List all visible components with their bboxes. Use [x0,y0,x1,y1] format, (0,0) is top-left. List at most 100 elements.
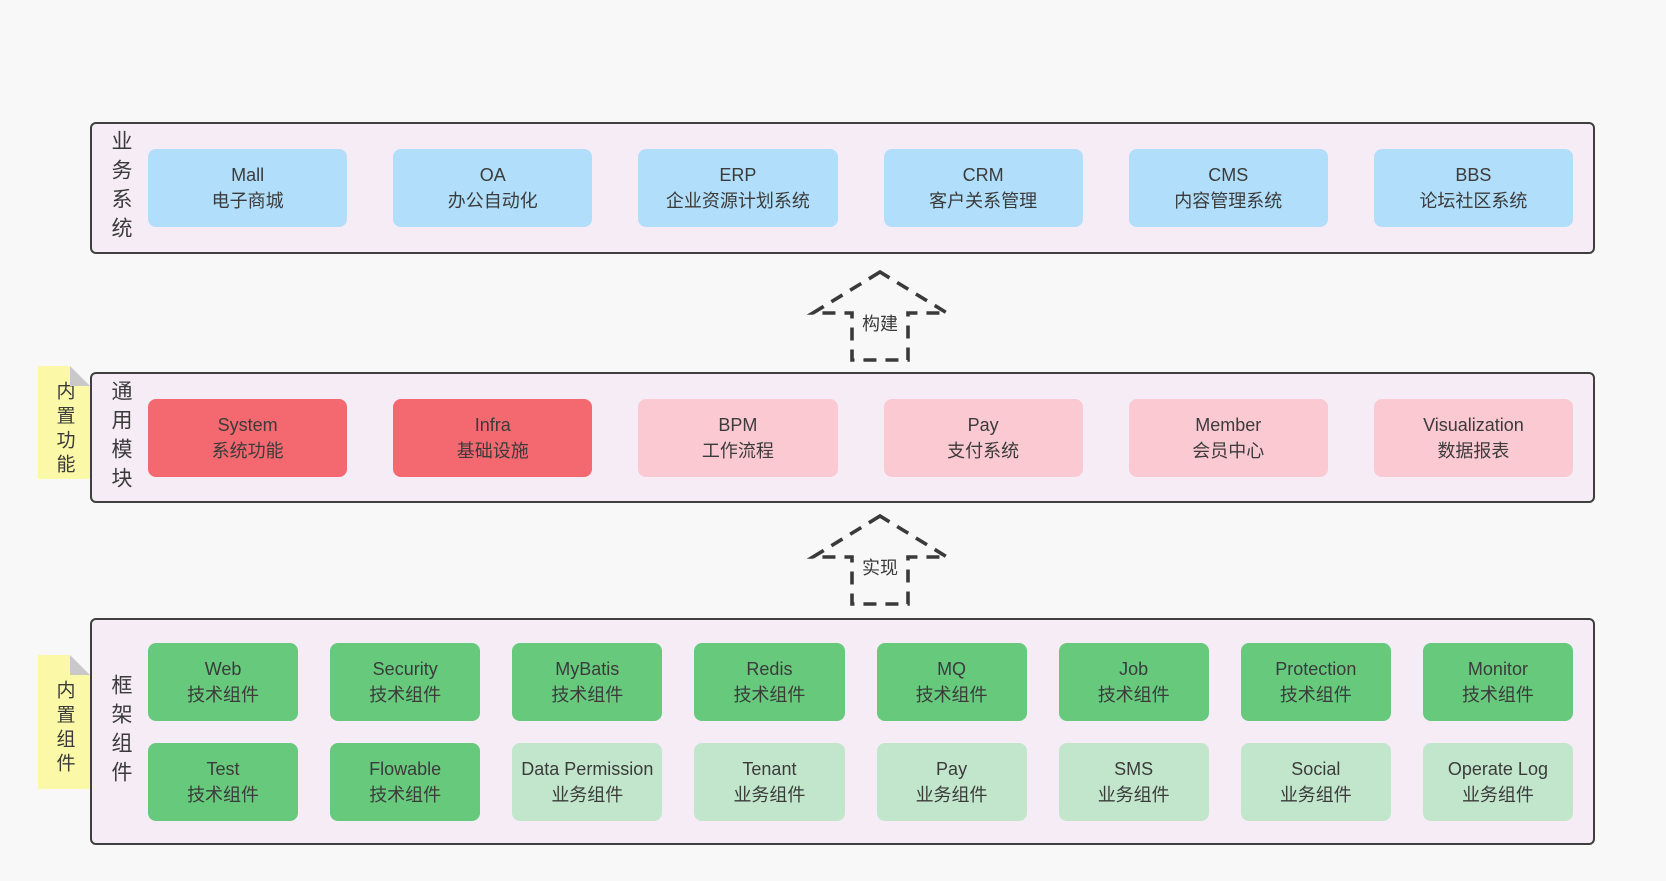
box-mq: MQ 技术组件 [876,642,1027,721]
section-business-systems: 业务系统 Mall 电子商城 OA 办公自动化 ERP 企业资源计划系统 CRM 客户关系管理… [90,122,1595,254]
box-infra: Infra 基础设施 [393,398,593,477]
box-subtitle: 业务组件 [915,784,988,805]
box-job: Job 技术组件 [1058,642,1209,721]
box-subtitle: 技术组件 [733,684,806,705]
box-subtitle: 技术组件 [1461,684,1534,705]
box-subtitle: 工作流程 [701,440,774,461]
box-title: Data Permission [521,758,654,779]
section-components-label: 框架组件 [109,673,132,790]
box-subtitle: 论坛社区系统 [1419,191,1528,211]
sticky-note-builtin-features: 内置功能 [38,366,90,479]
box-subtitle: 技术组件 [369,784,442,805]
box-mall: Mall 电子商城 [148,149,348,227]
box-title: SMS [1114,758,1154,779]
box-title: Web [204,658,242,679]
box-subtitle: 系统功能 [211,440,284,461]
box-title: CMS [1208,165,1249,185]
arrow-implement: 实现 [795,510,965,610]
box-subtitle: 办公自动化 [447,191,538,211]
box-social: Social 业务组件 [1240,742,1391,821]
box-data-permission: Data Permission 业务组件 [512,742,663,821]
box-subtitle: 技术组件 [1279,684,1352,705]
box-title: BBS [1455,165,1492,185]
arrow-implement-label: 实现 [858,554,902,580]
box-subtitle: 业务组件 [733,784,806,805]
box-title: Pay [967,414,999,435]
box-subtitle: 技术组件 [369,684,442,705]
box-title: OA [479,165,506,185]
box-system: System 系统功能 [148,398,348,477]
arrow-build: 构建 [795,266,965,366]
box-redis: Redis 技术组件 [694,642,845,721]
box-title: Redis [746,658,793,679]
box-title: Monitor [1467,658,1528,679]
box-oa: OA 办公自动化 [393,149,593,227]
section-business-label: 业务系统 [109,130,132,246]
box-subtitle: 客户关系管理 [929,191,1038,211]
sticky-note-builtin-components: 内置组件 [38,655,90,789]
box-subtitle: 业务组件 [1279,784,1352,805]
box-pay: Pay 业务组件 [876,742,1027,821]
box-title: Protection [1275,658,1357,679]
sticky-note-builtin-features-label: 内置功能 [53,380,75,479]
sticky-note-builtin-components-label: 内置组件 [53,680,75,778]
box-subtitle: 技术组件 [1097,684,1170,705]
box-title: Operate Log [1447,758,1548,779]
box-flowable: Flowable 技术组件 [330,742,481,821]
box-subtitle: 业务组件 [1097,784,1170,805]
box-security: Security 技术组件 [330,642,481,721]
box-title: CRM [962,165,1004,185]
box-visualization: Visualization 数据报表 [1373,398,1574,477]
box-title: Mall [231,165,265,185]
box-title: Infra [474,414,511,435]
box-subtitle: 支付系统 [947,440,1020,461]
box-title: MyBatis [555,658,620,679]
box-subtitle: 企业资源计划系统 [665,191,810,211]
box-subtitle: 技术组件 [551,684,624,705]
box-title: Social [1291,758,1341,779]
section-modules-label: 通用模块 [109,379,132,496]
box-subtitle: 会员中心 [1192,440,1265,461]
box-subtitle: 电子商城 [211,191,284,211]
box-subtitle: 业务组件 [551,784,624,805]
box-title: MQ [937,658,967,679]
box-mybatis: MyBatis 技术组件 [512,642,663,721]
box-subtitle: 业务组件 [1461,784,1534,805]
box-subtitle: 内容管理系统 [1174,191,1283,211]
box-subtitle: 数据报表 [1437,440,1510,461]
box-title: Tenant [742,758,797,779]
box-crm: CRM 客户关系管理 [883,149,1083,227]
section-business-boxes: Mall 电子商城 OA 办公自动化 ERP 企业资源计划系统 CRM 客户关系管理 CMS 内容… [148,124,1593,252]
box-cms: CMS 内容管理系统 [1128,149,1328,227]
box-title: ERP [719,165,757,185]
box-title: System [217,414,278,435]
box-title: Job [1119,658,1149,679]
box-tenant: Tenant 业务组件 [694,742,845,821]
box-erp: ERP 企业资源计划系统 [638,149,838,227]
box-subtitle: 技术组件 [187,784,260,805]
box-row: Mall 电子商城 OA 办公自动化 ERP 企业资源计划系统 CRM 客户关系管理 CMS 内容… [148,149,1574,227]
box-protection: Protection 技术组件 [1240,642,1391,721]
box-subtitle: 基础设施 [456,440,529,461]
box-title: Visualization [1423,414,1524,435]
box-bbs: BBS 论坛社区系统 [1373,149,1574,227]
box-title: Pay [936,758,968,779]
box-title: Member [1195,414,1262,435]
box-title: Security [372,658,438,679]
box-subtitle: 技术组件 [915,684,988,705]
box-title: Flowable [369,758,442,779]
box-operate-log: Operate Log 业务组件 [1422,742,1573,821]
box-member: Member 会员中心 [1128,398,1328,477]
box-monitor: Monitor 技术组件 [1422,642,1573,721]
arrow-build-label: 构建 [858,310,902,336]
box-pay: Pay 支付系统 [883,398,1083,477]
